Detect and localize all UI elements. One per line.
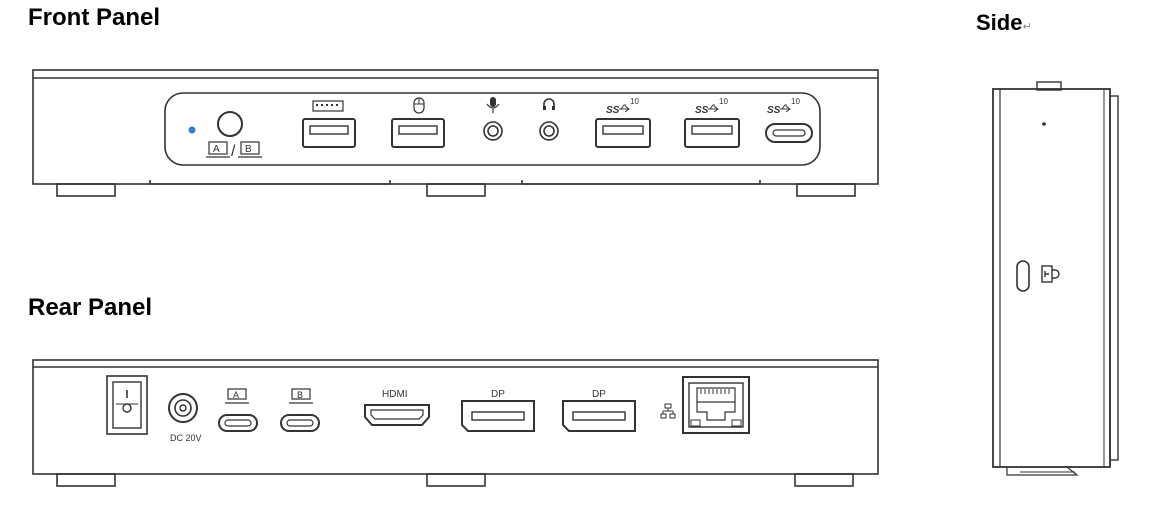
front-port-bezel [164,92,821,166]
host-b-label: B [297,390,303,400]
ss-label: SS [606,105,620,116]
network-icon [660,403,676,419]
usb-c-port-front[interactable] [765,123,813,143]
rear-foot [56,473,116,487]
usb-speed-superscript: 10 [719,97,728,106]
rear-panel-body [32,359,879,487]
rear-foot [794,473,854,487]
dp1-label: DP [491,389,505,400]
front-foot [796,183,856,197]
ss-label: SS [767,105,781,116]
dc-power-jack[interactable] [168,393,198,423]
front-panel-title: Front Panel [28,4,161,31]
mouse-usb-port[interactable] [391,97,445,148]
host-a-label: A [233,390,239,400]
kvm-label-b: B [245,144,252,155]
front-panel-body [32,69,879,197]
keyboard-usb-port[interactable] [302,100,356,148]
usb-trident-icon [708,104,719,113]
keyboard-icon [312,100,344,112]
displayport-2[interactable] [562,400,636,432]
hdmi-label: HDMI [382,389,408,400]
status-led [188,126,196,134]
host-a-usb-c-port[interactable] [218,388,258,432]
displayport-1[interactable] [461,400,535,432]
usb-trident-icon [780,104,791,113]
hdmi-port[interactable] [364,404,430,426]
front-foot [56,183,116,197]
kvm-switch-button[interactable] [206,111,262,158]
rear-panel-title: Rear Panel [28,294,153,321]
ss-label: SS [695,105,709,116]
kvm-label-a: A [213,144,220,155]
rear-foot [426,473,486,487]
dp2-label: DP [592,389,606,400]
side-lock-slot[interactable] [1016,260,1030,292]
lock-icon [1041,265,1060,283]
side-title: Side↵ [976,10,1032,36]
side-view [992,81,1119,476]
side-led [1042,122,1046,126]
usb-speed-superscript: 10 [791,97,800,106]
return-mark: ↵ [1022,21,1032,33]
front-foot [426,183,486,197]
power-switch[interactable] [106,375,148,435]
usb3-port-1[interactable] [595,118,651,148]
usb-trident-icon [619,104,630,113]
microphone-jack[interactable] [483,97,503,141]
dc-label: DC 20V [170,433,202,443]
microphone-icon [490,97,496,107]
kvm-label-slash: / [231,143,236,160]
headphone-icon [543,98,555,108]
headphone-jack[interactable] [539,98,559,141]
usb3-port-2[interactable] [684,118,740,148]
side-title-text: Side [976,10,1023,35]
ethernet-port[interactable] [682,376,750,434]
host-b-usb-c-port[interactable] [280,388,320,432]
usb-speed-superscript: 10 [630,97,639,106]
